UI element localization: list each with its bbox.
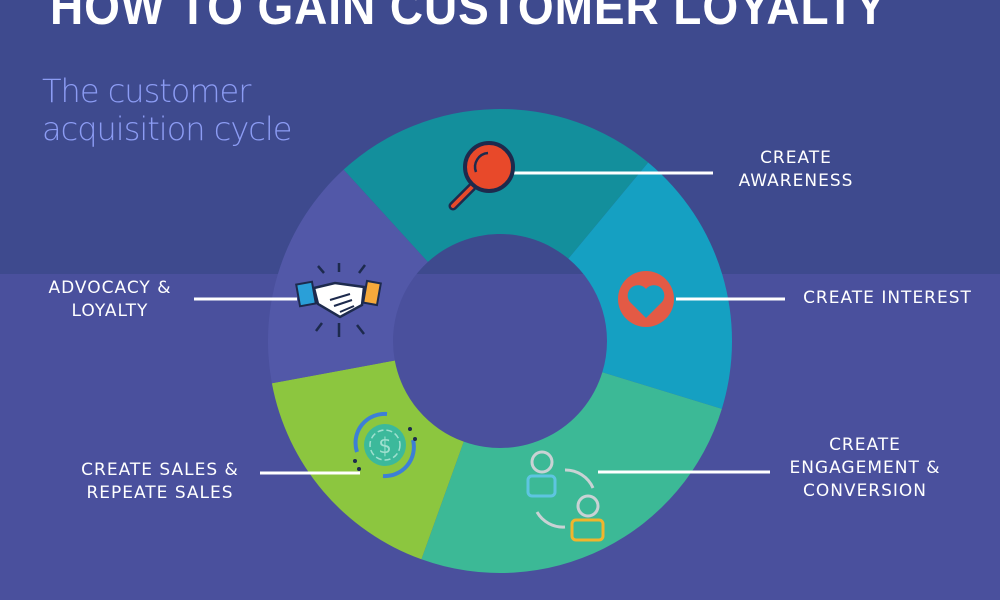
label-line: LOYALTY <box>71 301 149 321</box>
segment-advocacy <box>268 169 428 384</box>
label-line: REPEATE SALES <box>86 483 234 503</box>
label-line: AWARENESS <box>738 171 854 191</box>
subtitle-line-1: The customer <box>42 72 251 110</box>
label-line: CREATE <box>760 148 832 168</box>
page-title: HOW TO GAIN CUSTOMER LOYALTY <box>50 0 887 35</box>
handshake-icon <box>295 263 382 337</box>
label-line: CONVERSION <box>802 481 928 501</box>
stage-label-engagement: CREATE ENGAGEMENT & CONVERSION <box>770 434 960 503</box>
magnifier-icon <box>448 141 515 211</box>
label-line: CREATE INTEREST <box>803 288 972 308</box>
stage-label-advocacy: ADVOCACY & LOYALTY <box>30 277 190 323</box>
svg-text:$: $ <box>378 434 391 458</box>
dollar-cycle-icon: $ <box>353 411 417 479</box>
label-line: CREATE <box>829 435 901 455</box>
heart-icon <box>618 271 674 327</box>
label-line: ADVOCACY & <box>48 278 172 298</box>
people-exchange-icon <box>526 450 605 542</box>
label-line: ENGAGEMENT & <box>789 458 941 478</box>
segment-engagement <box>421 372 722 574</box>
segment-sales <box>271 360 464 560</box>
stage-label-interest: CREATE INTEREST <box>790 287 985 310</box>
subtitle-line-2: acquisition cycle <box>42 110 292 148</box>
stage-label-sales: CREATE SALES & REPEATE SALES <box>65 459 255 505</box>
subtitle: The customer acquisition cycle <box>42 72 292 148</box>
stage-label-awareness: CREATE AWARENESS <box>706 147 886 193</box>
connector-lines <box>194 171 785 475</box>
label-line: CREATE SALES & <box>81 460 239 480</box>
